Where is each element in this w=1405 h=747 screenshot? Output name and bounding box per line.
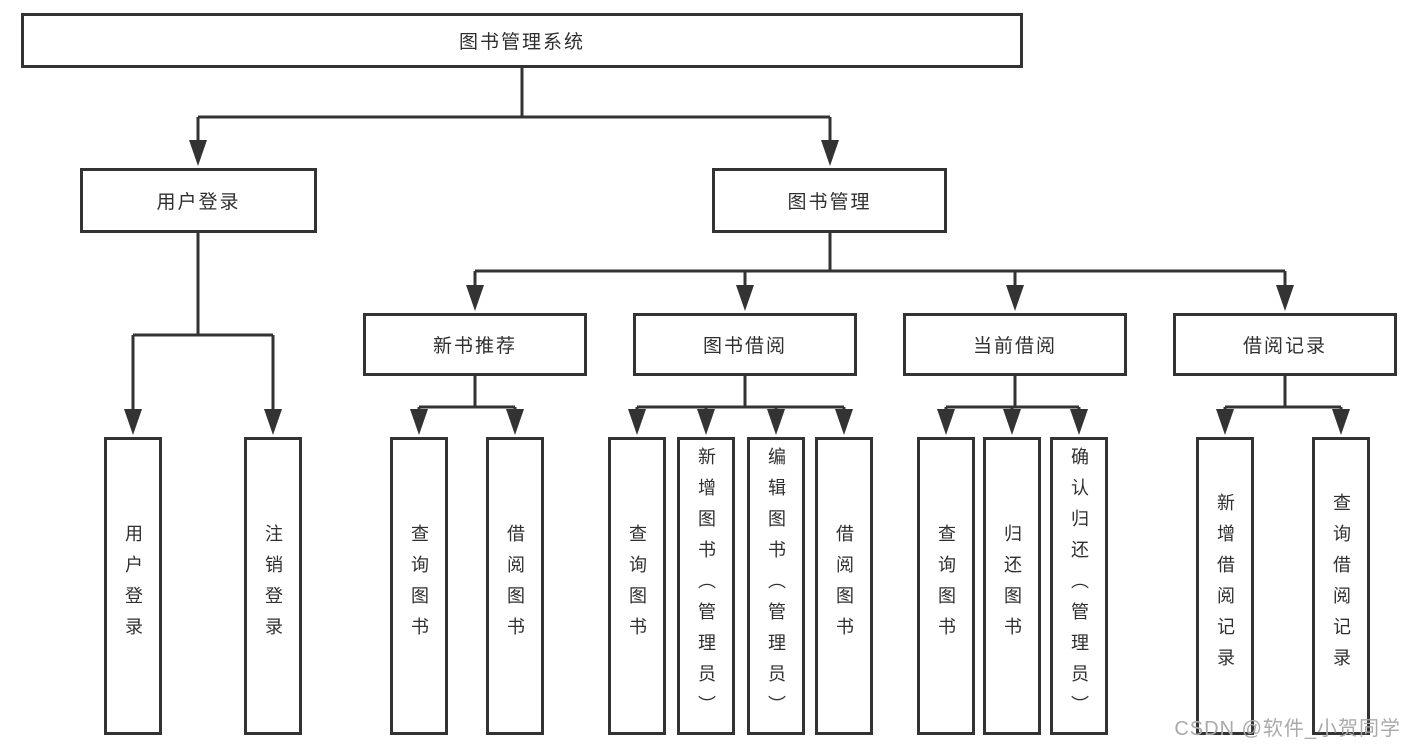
leaf-return-books: 归还图书 bbox=[983, 437, 1041, 735]
leaf-label: 编辑图书（管理员） bbox=[766, 446, 786, 726]
node-label: 图书管理系统 bbox=[458, 32, 585, 53]
leaf-query-books-borrowing: 查询图书 bbox=[608, 437, 666, 735]
leaf-logout: 注销登录 bbox=[244, 437, 302, 735]
leaf-label: 借阅图书 bbox=[505, 524, 525, 648]
leaf-label: 查询图书 bbox=[627, 524, 647, 648]
leaf-label: 查询借阅记录 bbox=[1331, 493, 1351, 679]
node-user-login-group: 用户登录 bbox=[80, 168, 317, 233]
leaf-user-login: 用户登录 bbox=[104, 437, 162, 735]
node-borrowing-records: 借阅记录 bbox=[1173, 313, 1397, 376]
leaf-query-books-current: 查询图书 bbox=[917, 437, 975, 735]
leaf-label: 查询图书 bbox=[409, 524, 429, 648]
leaf-query-borrow-record: 查询借阅记录 bbox=[1312, 437, 1370, 735]
leaf-label: 借阅图书 bbox=[834, 524, 854, 648]
leaf-borrow-books-recommend: 借阅图书 bbox=[486, 437, 544, 735]
node-library-management-system: 图书管理系统 bbox=[21, 13, 1023, 68]
leaf-add-borrow-record: 新增借阅记录 bbox=[1196, 437, 1254, 735]
leaf-confirm-return-admin: 确认归还（管理员） bbox=[1050, 437, 1108, 735]
node-label: 当前借阅 bbox=[972, 336, 1057, 357]
leaf-label: 新增借阅记录 bbox=[1215, 493, 1235, 679]
node-label: 借阅记录 bbox=[1242, 336, 1327, 357]
leaf-label: 查询图书 bbox=[936, 524, 956, 648]
leaf-label: 确认归还（管理员） bbox=[1069, 446, 1089, 726]
node-label: 图书管理 bbox=[787, 192, 872, 213]
leaf-add-books-admin: 新增图书（管理员） bbox=[677, 437, 735, 735]
node-book-borrowing: 图书借阅 bbox=[633, 313, 857, 376]
node-label: 用户登录 bbox=[156, 192, 241, 213]
arrowheads bbox=[124, 140, 1350, 435]
leaf-label: 注销登录 bbox=[263, 524, 283, 648]
watermark: CSDN @软件_小贺同学 bbox=[1174, 718, 1401, 740]
connector-strokes bbox=[131, 68, 1343, 411]
leaf-label: 归还图书 bbox=[1002, 524, 1022, 648]
leaf-edit-books-admin: 编辑图书（管理员） bbox=[747, 437, 805, 735]
node-label: 图书借阅 bbox=[702, 336, 787, 357]
node-book-management-group: 图书管理 bbox=[712, 168, 947, 233]
node-current-borrowing: 当前借阅 bbox=[903, 313, 1127, 376]
leaf-label: 用户登录 bbox=[123, 524, 143, 648]
leaf-label: 新增图书（管理员） bbox=[696, 446, 716, 726]
node-new-book-recommend: 新书推荐 bbox=[363, 313, 587, 376]
leaf-query-books-recommend: 查询图书 bbox=[390, 437, 448, 735]
node-label: 新书推荐 bbox=[432, 336, 517, 357]
leaf-borrow-books: 借阅图书 bbox=[815, 437, 873, 735]
